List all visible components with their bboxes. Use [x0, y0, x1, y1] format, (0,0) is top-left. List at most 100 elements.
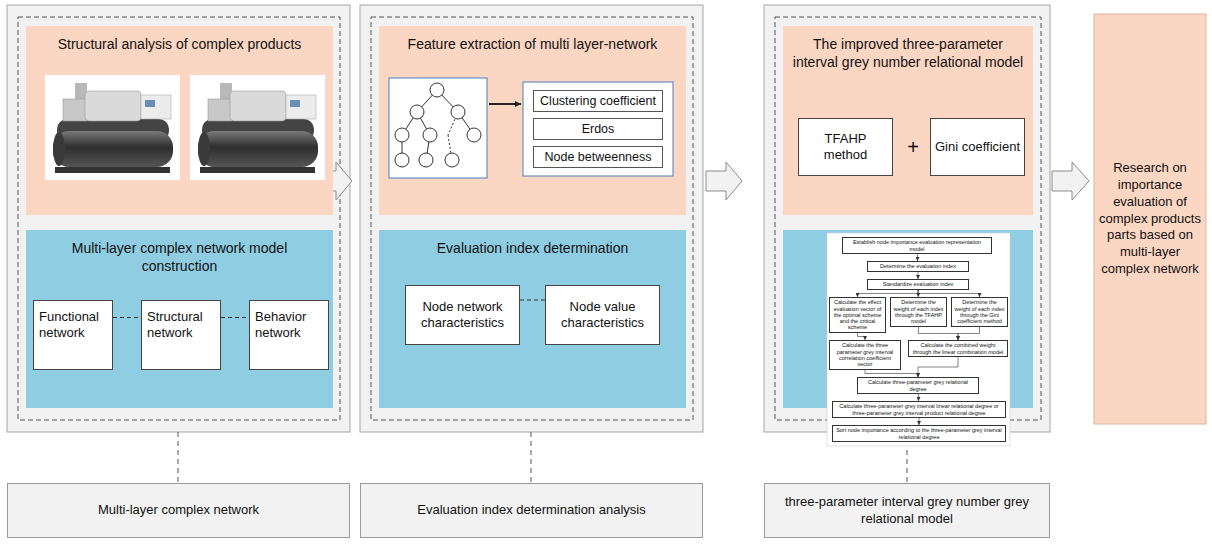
node-text: The improved three-parameter interval gr…: [791, 36, 1025, 71]
panel-fill: [26, 26, 333, 215]
node-text: three-parameter interval grey number gre…: [773, 494, 1041, 528]
stage-heading-box: The improved three-parameter interval gr…: [783, 26, 1033, 215]
node-text: Clustering coefficient: [537, 94, 659, 109]
tree-node: [419, 153, 433, 167]
panel-fills: [26, 14, 1206, 424]
leader-line: [178, 432, 179, 483]
flowchart-ground: [827, 233, 1010, 446]
flow-arrow: [918, 357, 958, 377]
tree-node: [430, 83, 444, 97]
flow-arrow: [958, 327, 980, 340]
flow-arrow: [1052, 162, 1089, 200]
stage-caption: Evaluation index determination analysis: [360, 483, 703, 538]
flow-arrow: [918, 394, 919, 401]
tree-node: [451, 105, 465, 119]
node-text: Standardize evaluation index: [870, 281, 966, 287]
tree-frame: [389, 78, 487, 178]
leader-line: [531, 432, 532, 483]
node-text: Functional network: [39, 309, 107, 342]
node-text: Erdos: [537, 122, 659, 137]
method-box: TFAHP method: [798, 118, 893, 176]
node-text: Structural analysis of complex products: [34, 36, 325, 54]
feature-box: Erdos: [533, 118, 663, 140]
node-text: Multi-layer complex network: [16, 502, 341, 519]
node-text: Structural network: [147, 309, 215, 342]
tree-node: [467, 128, 481, 142]
tree-arrow: [489, 103, 521, 105]
node-text: Calculate the three parameter grey inter…: [832, 342, 898, 367]
tree-node: [395, 128, 409, 142]
stage-heading-box: Evaluation index determinationNode netwo…: [379, 230, 686, 408]
node-text: Calculate the combined weight through th…: [911, 342, 1005, 355]
tree-node: [395, 153, 409, 167]
stage-frame: [7, 5, 350, 432]
dashed-frame: [371, 17, 693, 420]
node-text: Behavior network: [255, 309, 323, 342]
process-box: Calculate the combined weight through th…: [908, 340, 1008, 357]
node-text: Node betweenness: [537, 150, 659, 165]
node-text: Determine the weight of each index throu…: [893, 299, 944, 324]
stage-caption: three-parameter interval grey number gre…: [764, 483, 1050, 538]
tree-node: [423, 128, 437, 142]
flow-arrow: [865, 370, 918, 377]
tree-node: [445, 153, 459, 167]
node-text: Calculate three-parameter grey relationa…: [860, 379, 976, 392]
node-text: Node network characteristics: [409, 299, 516, 332]
dashed-frame: [18, 17, 340, 420]
feature-list-frame: [523, 82, 673, 176]
node-text: Calculate three-parameter grey interval …: [835, 403, 1003, 416]
dashed-link: [221, 317, 249, 318]
index-box: Node value characteristics: [545, 285, 660, 345]
process-box: Establish node importance evaluation rep…: [842, 237, 992, 254]
stage-heading-box: Structural analysis of complex products: [26, 26, 333, 215]
node-text: Determine the evaluation index: [870, 263, 966, 269]
flow-arrow: [919, 418, 920, 425]
network-box: Functional network: [33, 300, 113, 370]
panel-fill: [379, 26, 686, 215]
node-text: Sort node importance according to the th…: [835, 427, 1003, 440]
process-box: Calculate the three parameter grey inter…: [829, 340, 901, 370]
process-box: Determine the evaluation index: [867, 261, 969, 272]
result-box: Research on importance evaluation of com…: [1094, 14, 1206, 424]
stage-heading-box: Multi-layer complex network model constr…: [26, 230, 333, 408]
flow-arrow: [918, 272, 919, 279]
panel-fill: [1094, 14, 1206, 424]
node-text: Multi-layer complex network model constr…: [34, 240, 325, 275]
stage-heading-box: Feature extraction of multi layer-networ…: [379, 26, 686, 215]
flow-arrow: [918, 290, 980, 297]
feature-box: Clustering coefficient: [533, 90, 663, 112]
chiller-illustration: [45, 75, 180, 180]
node-text: TFAHP method: [802, 131, 889, 164]
network-tree: [389, 78, 521, 178]
process-box: Standardize evaluation index: [867, 279, 969, 290]
stage-frame: [360, 5, 703, 432]
feature-box: Node betweenness: [533, 146, 663, 168]
node-text: Feature extraction of multi layer-networ…: [387, 36, 678, 54]
method-box: Gini coefficient: [930, 118, 1025, 176]
node-text: Gini coefficient: [934, 139, 1021, 155]
network-box: Structural network: [141, 300, 221, 370]
plus-sign: +: [902, 137, 924, 157]
flow-arrow: [706, 162, 742, 200]
node-text: Evaluation index determination: [387, 240, 678, 258]
stage-caption: Multi-layer complex network: [7, 483, 350, 538]
panel-fill: [26, 230, 333, 408]
chiller-illustration: [190, 75, 325, 180]
process-box: Calculate three-parameter grey relationa…: [857, 377, 979, 394]
dashed-link: [113, 317, 141, 318]
panel-fill: [783, 26, 1033, 215]
tree-node: [410, 105, 424, 119]
process-box: Calculate the effect evaluation vector o…: [829, 297, 886, 333]
flow-arrow: [858, 290, 919, 297]
flow-arrow: [858, 333, 866, 340]
dashed-link: [520, 300, 545, 301]
process-box: Determine the weight of each index throu…: [890, 297, 947, 327]
node-text: Establish node importance evaluation rep…: [845, 239, 989, 252]
flow-arrow: [917, 254, 918, 261]
node-text: Node value characteristics: [549, 299, 656, 332]
node-text: Calculate the effect evaluation vector o…: [832, 299, 883, 331]
flow-arrow: [919, 327, 959, 340]
process-box: Sort node importance according to the th…: [832, 425, 1006, 442]
